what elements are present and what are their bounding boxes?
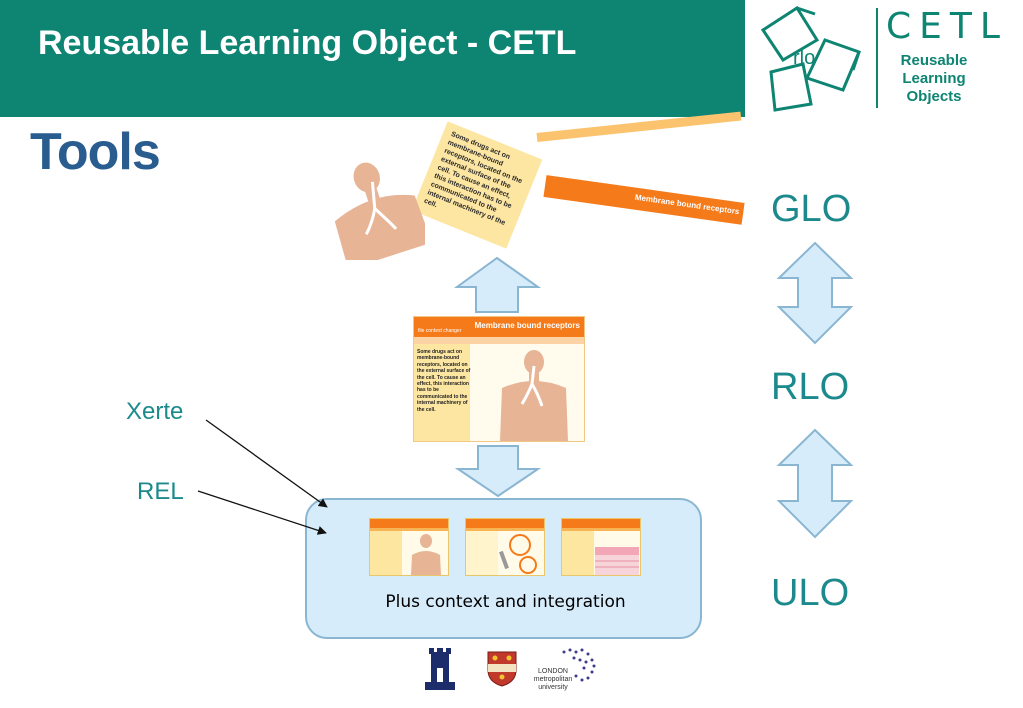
london-met-dots-icon [562,648,596,682]
rel-caption: Plus context and integration [385,592,626,612]
double-arrow-glo-rlo [776,241,854,345]
rlo-screen-nav [414,337,584,344]
cetl-line-reusable: Reusable [900,52,968,69]
rlo-screen-titlebar: file context changer Membrane bound rece… [414,317,584,337]
double-arrow-rlo-ulo [776,428,854,539]
cambridge-crest-icon [487,651,517,687]
rel-connector [197,490,327,535]
rel-container: Plus context and integration [305,498,702,639]
down-block-arrow [454,445,542,498]
rlo-screen-text: Some drugs act on membrane-bound recepto… [417,349,471,413]
body-figure-icon [334,162,425,260]
rlo-screen-text-pane [414,344,470,441]
nottingham-logo-icon [425,648,455,690]
thumb-figure-icon [411,534,441,575]
thumbnail-2 [465,518,545,576]
rlo-screen: file context changer Membrane bound rece… [413,316,585,442]
cetl-line-objects: Objects [906,88,962,105]
label-xerte: Xerte [126,398,184,425]
thumbnail-3 [561,518,641,576]
cetl-subtitle: Reusable Learning Objects [894,52,974,106]
slide-heading: Tools [30,123,161,181]
human-figure-icon [500,350,568,441]
thumbnail-1 [369,518,449,576]
london-met-line-1: LONDON [538,668,568,675]
london-met-line-2: metropolitan [533,676,573,683]
thumb-membrane-icon [595,547,639,575]
cetl-logo: rlo [745,0,1023,117]
thumb-syringe-icon [499,534,537,574]
label-glo: GLO [771,188,852,230]
logo-divider [876,8,878,108]
recycle-icon: rlo [760,5,862,112]
up-block-arrow [453,256,542,313]
cetl-line-learning: Learning [902,70,966,87]
london-met-wordmark: LONDON metropolitan university [530,668,576,692]
london-met-line-3: university [538,684,568,691]
label-rel: REL [137,478,184,505]
label-ulo: ULO [771,572,850,614]
rlo-screen-small-label: file context changer [418,328,462,334]
label-rlo: RLO [771,366,850,408]
header-title: Reusable Learning Object - CETL [38,24,577,62]
rlo-screen-title: Membrane bound receptors [474,321,580,330]
cetl-text: CETL [886,6,1008,47]
xerte-connector [205,419,328,508]
rlo-text: rlo [793,47,815,69]
